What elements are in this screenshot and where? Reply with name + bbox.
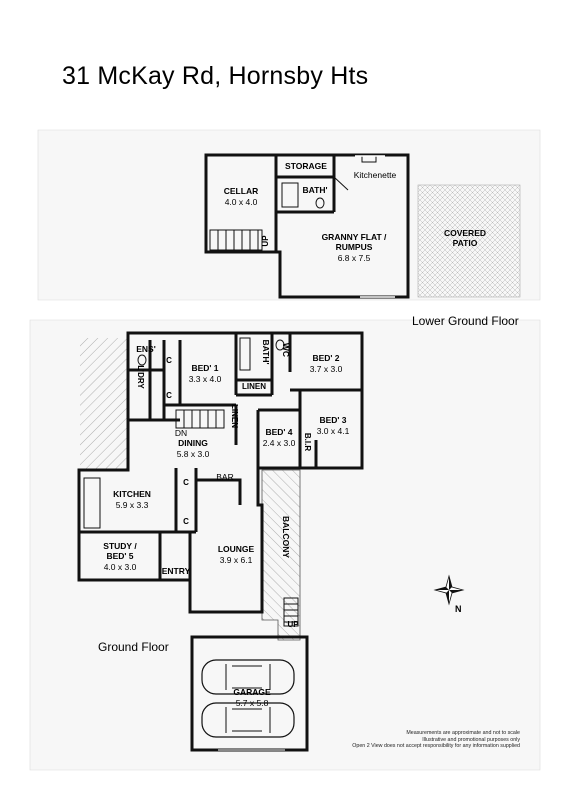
room-ens-name: ENS'	[136, 344, 156, 354]
room-linen1-name: LINEN	[242, 382, 266, 391]
cupboard-marker: C	[166, 391, 172, 400]
room-kitchen-dims: 5.9 x 3.3	[116, 500, 149, 510]
balcony-area	[261, 469, 301, 641]
balcony-stairs	[283, 597, 299, 627]
cupboard-marker: C	[166, 356, 172, 365]
room-ldry-name: L'DRY	[136, 365, 145, 389]
room-bed2-dims: 3.7 x 3.0	[310, 364, 343, 374]
room-bath-name: BATH'	[261, 340, 271, 365]
stairs-down-label: DN	[175, 428, 187, 438]
room-wc-name: WC	[281, 343, 291, 357]
room-bed1-name: BED' 1	[191, 363, 218, 373]
cupboard-marker: C	[183, 517, 189, 526]
room-granny-name-1: GRANNY FLAT /	[322, 232, 387, 242]
room-kitchenette-name: Kitchenette	[354, 170, 397, 180]
west-deck	[80, 338, 128, 470]
compass-icon: N	[433, 574, 465, 614]
room-bar-name: BAR	[216, 472, 233, 482]
room-study-dims: 4.0 x 3.0	[104, 562, 137, 572]
lower-stairs	[209, 229, 263, 251]
cupboard-marker: C	[183, 478, 189, 487]
room-bed4-name: BED' 4	[265, 427, 292, 437]
room-study-name-2: BED' 5	[106, 551, 133, 561]
lower-ground-floor-label: Lower Ground Floor	[412, 314, 519, 328]
disclaimer-line-3: Open 2 View does not accept responsibili…	[352, 743, 520, 750]
room-garage-name: GARAGE	[233, 687, 271, 697]
room-bed4-dims: 2.4 x 3.0	[263, 438, 296, 448]
stairs-up-label: UP	[261, 235, 270, 247]
ground-floor	[77, 331, 364, 641]
covered-patio-area	[417, 184, 521, 298]
room-bed2-name: BED' 2	[312, 353, 339, 363]
room-bath-lower-name: BATH'	[303, 185, 328, 195]
room-granny-name-2: RUMPUS	[336, 242, 373, 252]
disclaimer: Measurements are approximate and not to …	[352, 730, 520, 750]
disclaimer-line-1: Measurements are approximate and not to …	[406, 730, 520, 736]
room-lounge-name: LOUNGE	[218, 544, 255, 554]
garage	[190, 635, 309, 752]
dining-stairs	[175, 409, 225, 429]
room-balcony-name: BALCONY	[281, 516, 291, 558]
room-kitchen-name: KITCHEN	[113, 489, 151, 499]
room-bed1-dims: 3.3 x 4.0	[189, 374, 222, 384]
room-lounge-dims: 3.9 x 6.1	[220, 555, 253, 565]
balcony-stairs-up-label: UP	[287, 620, 299, 629]
room-patio-name-2: PATIO	[453, 238, 478, 248]
room-entry-name: ENTRY	[162, 566, 191, 576]
property-address-title: 31 McKay Rd, Hornsby Hts	[62, 62, 369, 90]
compass-north-label: N	[455, 604, 462, 614]
room-bir-name: B.I.R	[303, 433, 312, 451]
room-granny-dims: 6.8 x 7.5	[338, 253, 371, 263]
room-study-name-1: STUDY /	[103, 541, 137, 551]
room-bed3-name: BED' 3	[319, 415, 346, 425]
ground-floor-label: Ground Floor	[98, 640, 169, 654]
disclaimer-line-2: Illustrative and promotional purposes on…	[422, 736, 520, 743]
room-garage-dims: 5.7 x 5.8	[236, 698, 269, 708]
room-cellar-name: CELLAR	[224, 186, 258, 196]
room-patio-name-1: COVERED	[444, 228, 486, 238]
car-icon	[201, 659, 295, 695]
room-dining-name: DINING	[178, 438, 208, 448]
car-icon	[201, 702, 295, 738]
room-linen2-name: LINEN	[230, 404, 239, 428]
room-bed3-dims: 3.0 x 4.1	[317, 426, 350, 436]
room-cellar-dims: 4.0 x 4.0	[225, 197, 258, 207]
lower-ground-floor	[204, 153, 521, 299]
room-dining-dims: 5.8 x 3.0	[177, 449, 210, 459]
room-storage-name: STORAGE	[285, 161, 327, 171]
